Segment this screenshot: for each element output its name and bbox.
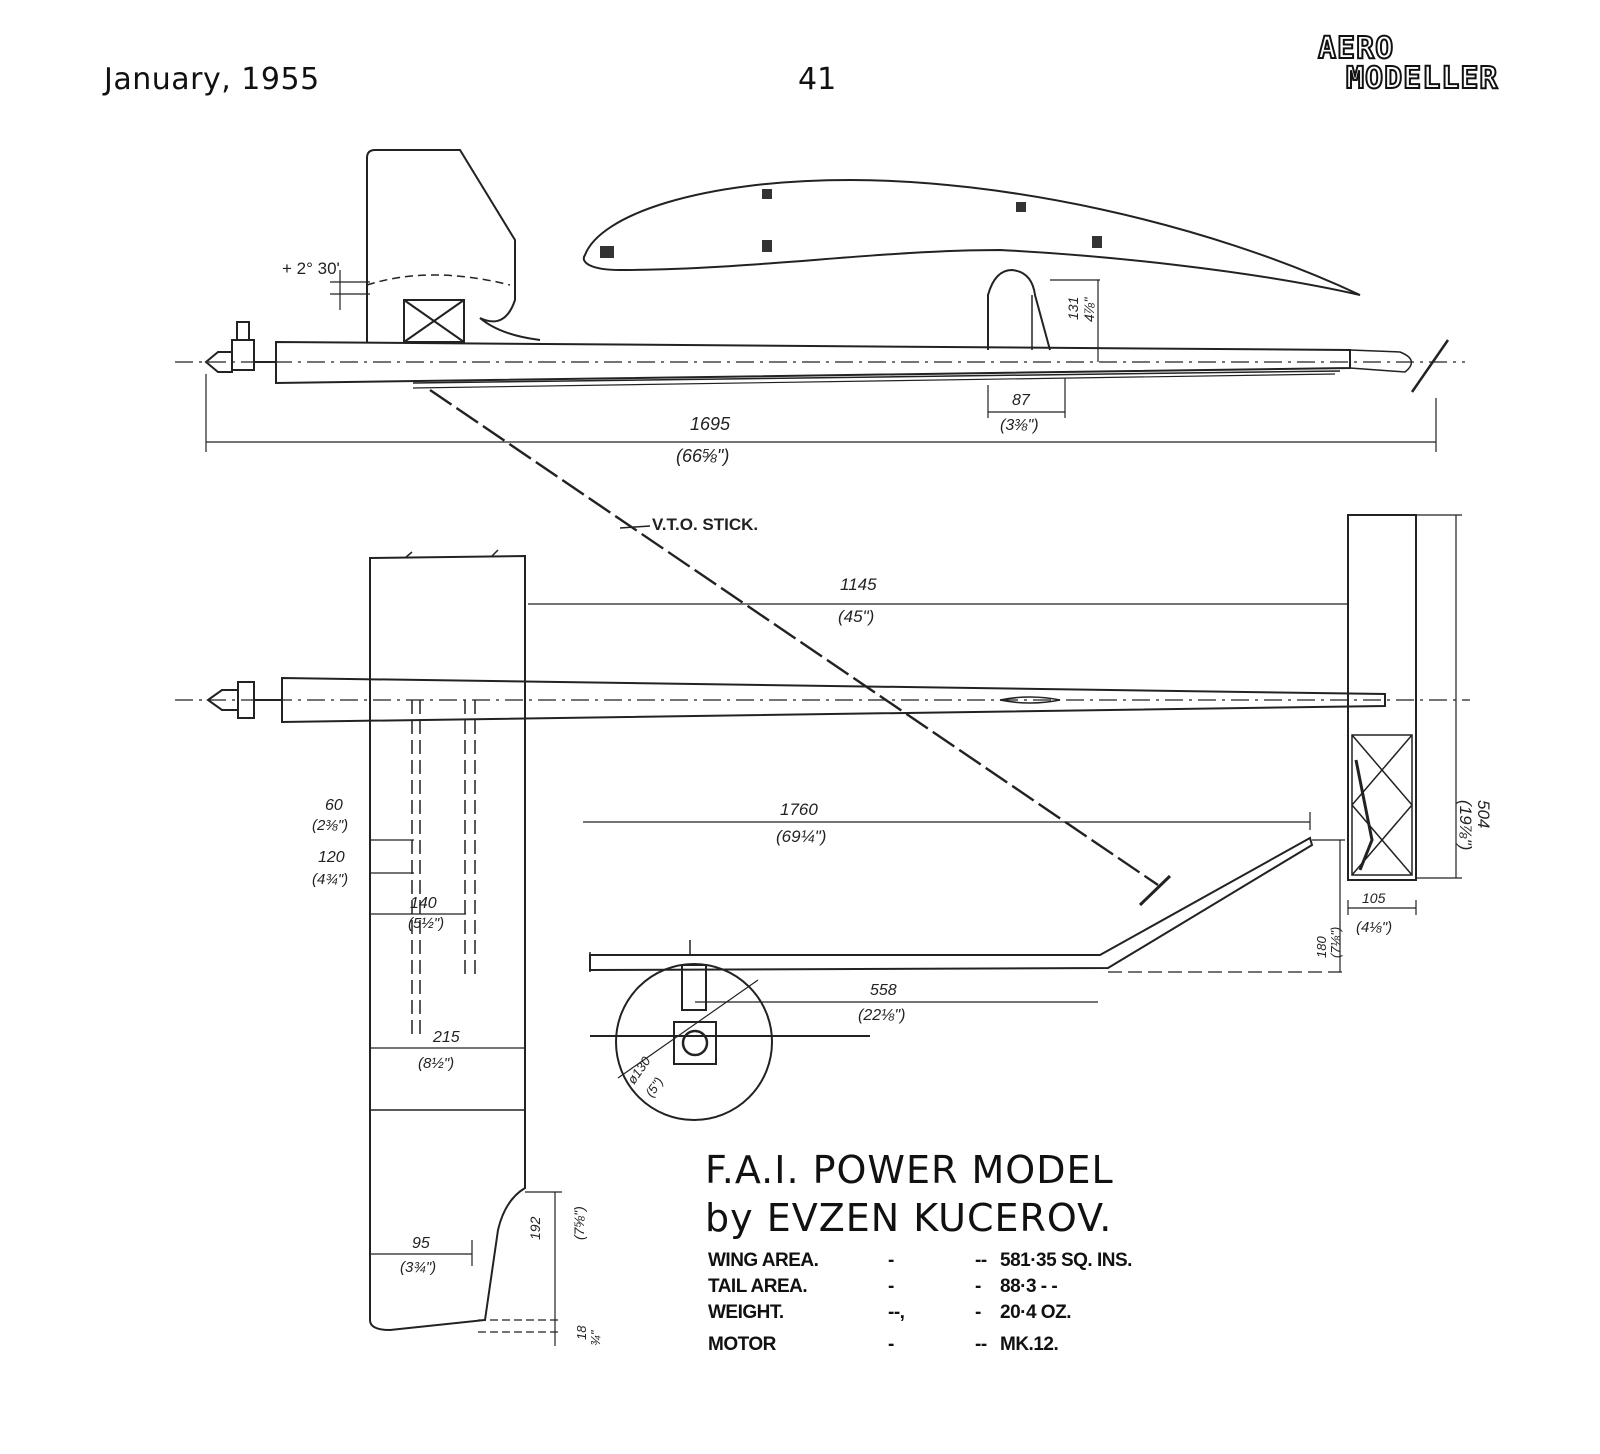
spec-label: MOTOR — [708, 1334, 776, 1355]
span-in: (69¼") — [776, 827, 826, 846]
plan-wing — [369, 554, 526, 1332]
moment-arm-mm: 1145 — [840, 575, 877, 594]
issue-date: January, 1955 — [104, 62, 320, 97]
dim-140-in: (5½") — [408, 915, 444, 932]
rise-in: (7⅛") — [1328, 927, 1343, 958]
spec-leader: - — [888, 1250, 894, 1271]
side-fin — [987, 268, 1051, 351]
tip-length-mm: 192 — [527, 1216, 543, 1240]
length-in: (66⅝") — [676, 446, 729, 466]
page-number: 41 — [798, 62, 837, 97]
tail-span-mm: 504 — [1474, 800, 1493, 828]
tip-offset-in: ¾" — [588, 1329, 603, 1346]
spec-value: 20·4 OZ. — [1000, 1302, 1071, 1323]
dim-120-mm: 120 — [318, 849, 345, 866]
spec-leader: -- — [975, 1250, 987, 1271]
tip-length-in: (7⅝") — [571, 1206, 587, 1240]
side-pylon — [366, 149, 541, 342]
wing-chord-in: (8½") — [418, 1055, 454, 1072]
tail-span-in: (19⅞") — [1456, 800, 1475, 850]
spec-value: MK.12. — [1000, 1334, 1059, 1355]
tail-chord-mm: 105 — [1362, 890, 1386, 906]
drawing-title: F.A.I. POWER MODEL — [705, 1148, 1114, 1192]
fin-height-mm: 131 — [1065, 297, 1081, 320]
tip-offset-mm: 18 — [574, 1325, 589, 1340]
spec-label: WING AREA. — [708, 1250, 819, 1271]
incidence-label: + 2° 30' — [282, 259, 340, 278]
airfoil-section — [582, 178, 1361, 296]
airfoil-spars — [600, 189, 1102, 258]
plan-tailplane — [1347, 514, 1417, 881]
length-mm: 1695 — [690, 414, 731, 434]
plan-fuselage — [281, 676, 1386, 724]
designer-credit: by EVZEN KUCEROV. — [705, 1196, 1113, 1240]
moment-arm-in: (45") — [838, 607, 874, 626]
logo-word-aero: AERO — [1317, 31, 1395, 66]
prop-dia-in: (5") — [642, 1074, 666, 1099]
side-view — [175, 149, 1465, 452]
panel-in: (22⅛") — [858, 1007, 905, 1024]
spec-leader: - — [975, 1276, 981, 1297]
fin-chord-in: (3⅜") — [1000, 417, 1039, 434]
spec-leader: --, — [888, 1302, 905, 1323]
plan-view — [175, 514, 1470, 1346]
spec-label: TAIL AREA. — [708, 1276, 808, 1297]
span-mm: 1760 — [780, 800, 818, 819]
tip-chord-mm: 95 — [412, 1235, 430, 1252]
wing-chord-mm: 215 — [432, 1029, 460, 1046]
dim-60-in: (2⅜") — [312, 817, 348, 834]
spec-value: 581·35 SQ. INS. — [1000, 1250, 1132, 1271]
spec-label: WEIGHT. — [708, 1302, 784, 1323]
tip-chord-in: (3¾") — [400, 1259, 436, 1276]
spec-leader: - — [888, 1276, 894, 1297]
vto-stick-line — [429, 389, 1159, 886]
rise-mm: 180 — [1314, 936, 1329, 958]
logo-word-modeller: MODELLER — [1345, 61, 1499, 96]
dihedral-view — [583, 812, 1345, 1121]
dim-120-in: (4¾") — [312, 871, 348, 888]
dim-140-mm: 140 — [410, 895, 437, 912]
fin-chord-mm: 87 — [1012, 392, 1031, 409]
panel-mm: 558 — [870, 982, 897, 999]
aeromodeller-logo: AERO MODELLER — [1317, 31, 1518, 98]
spec-leader: -- — [975, 1334, 987, 1355]
spec-value: 88·3 - - — [1000, 1276, 1058, 1297]
dim-60-mm: 60 — [325, 797, 343, 814]
tail-chord-in: (4⅛") — [1356, 919, 1392, 936]
spec-leader: - — [888, 1334, 894, 1355]
spec-leader: - — [975, 1302, 981, 1323]
vto-stick-label: V.T.O. STICK. — [652, 515, 758, 534]
fin-height-in: 4⅞" — [1081, 297, 1097, 322]
